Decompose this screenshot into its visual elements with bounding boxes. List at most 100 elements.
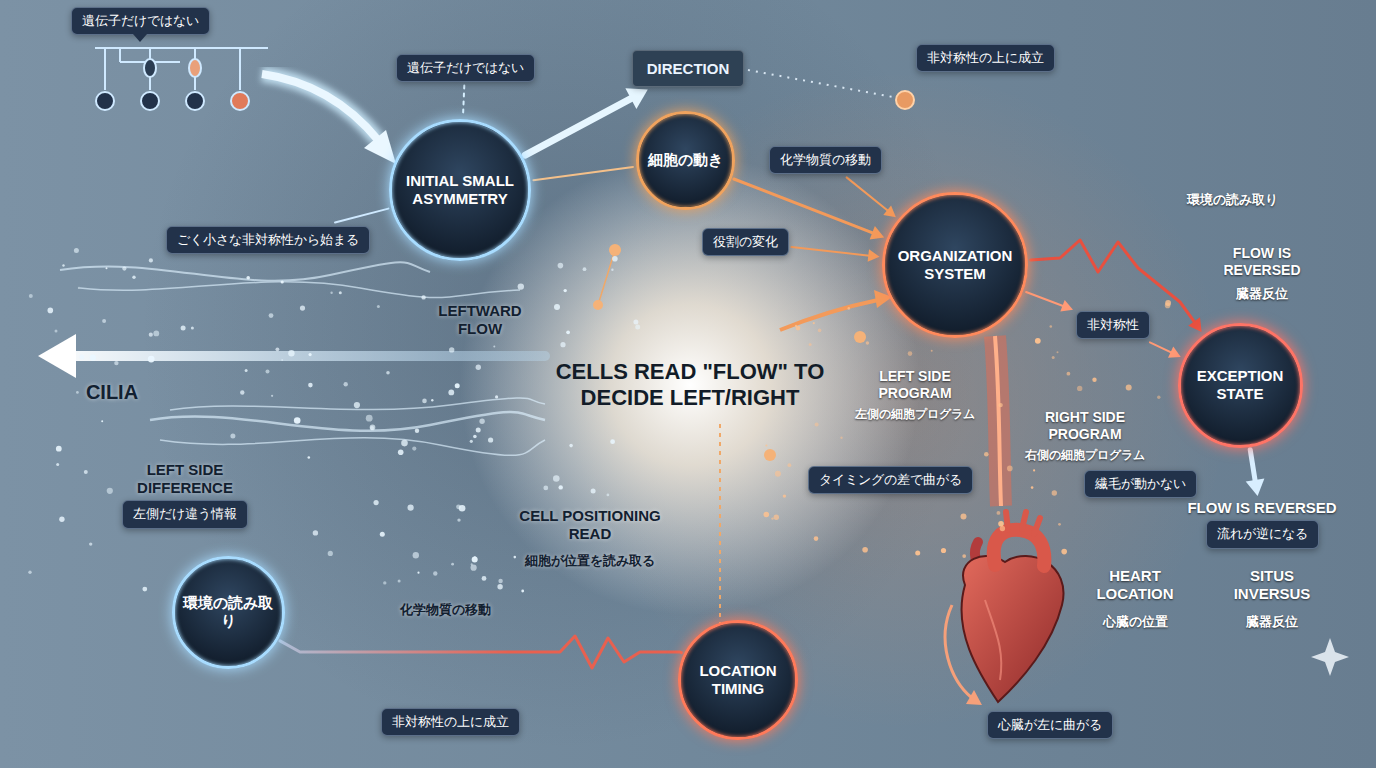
particle <box>294 417 301 424</box>
particle <box>560 342 565 347</box>
art-shape <box>38 334 76 378</box>
connector <box>1250 450 1256 485</box>
particle <box>840 437 842 439</box>
free-label: 臓器反位 <box>1236 286 1288 302</box>
concept-circle: 細胞の動き <box>636 111 735 210</box>
text-box: 非対称性の上に成立 <box>381 708 520 737</box>
tag-box: DIRECTION <box>632 50 745 87</box>
arrow-head <box>1168 347 1181 358</box>
art-shape <box>239 48 241 90</box>
particle <box>191 327 194 330</box>
free-label: CELL POSITIONING READ <box>505 507 675 543</box>
particle <box>1077 386 1082 391</box>
particle <box>1061 549 1067 555</box>
gene-arrow <box>262 74 396 164</box>
particle <box>56 463 59 466</box>
particle <box>941 548 946 553</box>
particle <box>245 369 248 372</box>
particle <box>591 489 596 494</box>
art-shape <box>144 59 156 77</box>
text-box: タイミングの差で曲がる <box>808 466 973 495</box>
particle <box>412 447 416 451</box>
node-text: DIRECTION <box>647 60 730 77</box>
particle <box>269 313 274 318</box>
art-shape <box>896 91 914 109</box>
particle <box>962 554 966 558</box>
node-text: 遺伝子だけではない <box>82 13 199 30</box>
particle <box>308 456 311 459</box>
free-label: RIGHT SIDE PROGRAM <box>1030 409 1140 443</box>
particle <box>266 370 270 374</box>
connector <box>463 85 464 116</box>
free-label: SITUS INVERSUS <box>1225 567 1320 603</box>
free-label: 右側の細胞プログラム <box>1025 448 1145 462</box>
art-shape <box>262 74 378 140</box>
free-label: 細胞が位置を読み取る <box>525 553 655 569</box>
particle <box>984 452 989 457</box>
particle <box>431 399 433 401</box>
free-label: HEART LOCATION <box>1088 567 1183 603</box>
particle <box>383 581 386 584</box>
particle <box>76 391 79 394</box>
node-text: ごく小さな非対称性から始まる <box>177 232 359 249</box>
node-text: 細胞の動き <box>648 151 723 169</box>
node-text: FLOW IS REVERSED <box>1187 499 1336 516</box>
particle <box>771 517 773 519</box>
node-subtext: 左側だけ違う情報 <box>122 500 248 529</box>
node-text: INITIAL SMALL ASYMMETRY <box>400 172 520 208</box>
heart <box>962 512 1064 702</box>
particle <box>495 395 498 398</box>
connector <box>335 209 388 223</box>
arrow-head <box>870 226 885 240</box>
cilia-arrow <box>38 334 545 378</box>
text-box: 心臓が左に曲がる <box>987 711 1113 740</box>
particle <box>380 532 385 537</box>
particle <box>471 565 477 571</box>
particle <box>354 402 360 408</box>
particle <box>122 267 126 271</box>
connector <box>734 179 876 234</box>
particle <box>344 382 348 386</box>
particle <box>374 500 379 505</box>
art-shape <box>104 48 106 90</box>
particle <box>449 347 454 352</box>
particle <box>90 355 96 361</box>
free-label: 環境の読み取り <box>1187 192 1278 208</box>
particle <box>566 330 570 334</box>
particle <box>240 390 244 394</box>
node-text: LOCATION TIMING <box>689 662 787 698</box>
particle <box>330 292 332 294</box>
particle <box>476 428 481 433</box>
particle <box>451 563 454 566</box>
art-shape <box>364 130 396 164</box>
concept-circle: LOCATION TIMING <box>678 620 798 740</box>
particle <box>276 347 280 351</box>
art-shape <box>593 300 603 310</box>
particle <box>1035 338 1041 344</box>
node-text: 繊毛が動かない <box>1095 476 1186 493</box>
concept-circle: 環境の読み取り <box>172 556 285 669</box>
art-shape <box>780 300 878 330</box>
particle <box>775 471 781 477</box>
particle <box>482 576 487 581</box>
particle <box>366 415 373 422</box>
particle <box>514 556 517 559</box>
art-shape <box>60 262 430 281</box>
particle <box>862 547 868 553</box>
art-shape <box>72 351 545 361</box>
text-box: 非対称性の上に成立 <box>916 44 1055 73</box>
free-label: 心臓の位置 <box>1103 614 1168 630</box>
particle <box>448 390 454 396</box>
particle <box>1067 372 1071 376</box>
particle <box>607 494 610 497</box>
node-text: タイミングの差で曲がる <box>819 472 962 489</box>
particle <box>493 345 495 347</box>
particle <box>370 425 376 431</box>
node-subtext: 流れが逆になる <box>1206 520 1319 549</box>
center-title: CELLS READ "FLOW" TO DECIDE LEFT/RIGHT <box>525 359 855 412</box>
particle <box>479 419 484 424</box>
free-label: FLOW IS REVERSED <box>1217 245 1307 279</box>
particle <box>230 434 235 439</box>
particle <box>101 420 103 422</box>
art-shape <box>995 336 1001 506</box>
